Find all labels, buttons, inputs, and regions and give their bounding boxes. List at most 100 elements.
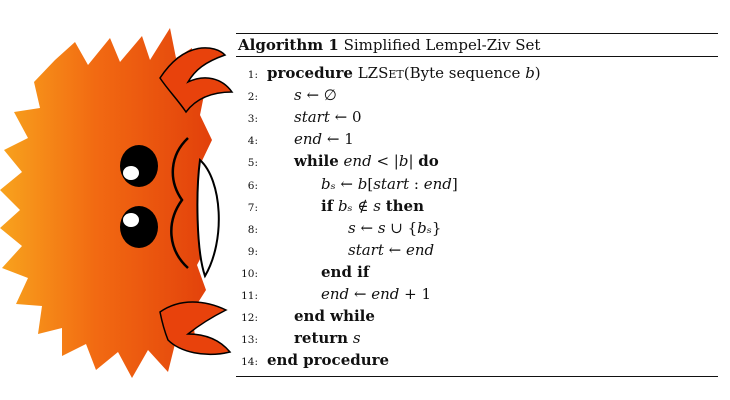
variable: s bbox=[352, 329, 361, 348]
line-code: end if bbox=[321, 261, 369, 283]
bottom-rule bbox=[236, 376, 718, 377]
keyword: procedure bbox=[267, 64, 353, 82]
line-code: while end < |b| do bbox=[294, 150, 439, 172]
variable: s bbox=[377, 218, 386, 237]
code-text: ] bbox=[451, 174, 458, 193]
algorithm-line: 11: end ← end + 1 bbox=[236, 283, 431, 305]
code-text: ) bbox=[534, 64, 541, 82]
caption-rule bbox=[236, 56, 718, 57]
variable: b bbox=[357, 174, 368, 193]
algorithm-line: 10:end if bbox=[236, 261, 369, 283]
line-code: start ← 0 bbox=[294, 106, 362, 128]
algorithm-block: Algorithm 1 Simplified Lempel-Ziv Set 1:… bbox=[236, 33, 718, 377]
keyword: return bbox=[294, 329, 349, 348]
algorithm-line: 6: bₛ ← b[start : end] bbox=[236, 173, 458, 195]
line-number: 6: bbox=[247, 179, 258, 192]
keyword: end if bbox=[321, 262, 370, 281]
line-number: 2: bbox=[247, 91, 258, 104]
code-text: ← 1 bbox=[322, 130, 354, 149]
top-rule bbox=[236, 33, 718, 34]
code-text: (Byte sequence bbox=[403, 64, 526, 82]
variable: bₛ bbox=[417, 218, 432, 237]
left-eye bbox=[120, 145, 158, 187]
variable: end bbox=[405, 240, 435, 259]
algorithm-line: 1: procedure LZSet(Byte sequence b) bbox=[236, 62, 541, 84]
line-number: 3: bbox=[247, 113, 258, 126]
variable: end bbox=[321, 285, 350, 303]
line-number: 7: bbox=[247, 201, 258, 214]
line-number: 8: bbox=[247, 223, 258, 236]
line-number: 9: bbox=[247, 245, 258, 258]
line-code: end while bbox=[294, 305, 375, 327]
variable: start bbox=[294, 108, 330, 127]
lower-claw bbox=[159, 301, 232, 356]
line-number: 13: bbox=[241, 334, 258, 347]
crab-body bbox=[0, 28, 212, 378]
code-text: < | bbox=[371, 152, 399, 171]
keyword: if bbox=[321, 196, 334, 215]
variable: b bbox=[525, 64, 535, 82]
code-text: ← bbox=[349, 285, 372, 303]
code-text: Set bbox=[378, 64, 404, 82]
keyword: then bbox=[385, 196, 425, 215]
crab-mouth bbox=[196, 157, 220, 279]
algorithm-caption: Algorithm 1 Simplified Lempel-Ziv Set bbox=[236, 34, 718, 56]
variable: s bbox=[373, 196, 381, 215]
algorithm-line: 4: end ← 1 bbox=[236, 128, 354, 150]
code-text: + 1 bbox=[399, 285, 432, 303]
variable: end bbox=[423, 174, 452, 193]
code-text: : bbox=[409, 174, 424, 193]
line-number: 1: bbox=[247, 69, 258, 81]
algorithm-line: 12: end while bbox=[236, 305, 375, 327]
line-number: 11: bbox=[241, 290, 258, 302]
variable: bₛ bbox=[321, 174, 336, 193]
keyword: while bbox=[294, 152, 339, 171]
variable: start bbox=[348, 240, 384, 259]
variable: end bbox=[343, 152, 372, 171]
caption-label: Algorithm 1 bbox=[238, 36, 339, 54]
keyword: end procedure bbox=[267, 351, 390, 370]
algorithm-line: 7: if bₛ ∉ s then bbox=[236, 195, 424, 217]
keyword: end while bbox=[294, 307, 375, 326]
line-code: return s bbox=[294, 327, 361, 349]
variable: b bbox=[398, 152, 409, 171]
variable: end bbox=[294, 130, 323, 149]
upper-claw bbox=[159, 47, 234, 114]
code-text: LZ bbox=[352, 64, 379, 82]
line-number: 14: bbox=[241, 356, 258, 369]
line-number: 5: bbox=[247, 157, 258, 170]
algorithm-line: 9: start ← end bbox=[236, 239, 434, 261]
mouth-outline bbox=[170, 137, 189, 269]
line-code: start ← end bbox=[348, 239, 434, 261]
line-code: end ← end + 1 bbox=[321, 283, 431, 305]
line-number: 12: bbox=[241, 312, 258, 325]
variable: s bbox=[348, 218, 356, 237]
line-code: end ← 1 bbox=[294, 128, 354, 150]
line-number: 4: bbox=[247, 135, 258, 148]
code-text: [ bbox=[367, 174, 374, 193]
variable: bₛ bbox=[337, 196, 353, 215]
code-text: ← ∅ bbox=[301, 86, 337, 105]
code-text: ← bbox=[383, 240, 406, 259]
algorithm-line: 5: while end < |b| do bbox=[236, 150, 439, 172]
line-code: bₛ ← b[start : end] bbox=[321, 173, 458, 195]
algorithm-line: 8: s ← s ∪ {bₛ} bbox=[236, 217, 442, 239]
ferris-crab-illustration bbox=[0, 28, 234, 378]
algorithm-line: 13: return s bbox=[236, 327, 361, 349]
code-text: ← bbox=[355, 218, 378, 237]
algorithm-line: 3: start ← 0 bbox=[236, 106, 362, 128]
line-code: if bₛ ∉ s then bbox=[321, 195, 424, 217]
variable: s bbox=[294, 86, 302, 105]
variable: start bbox=[373, 174, 410, 193]
code-text: ← 0 bbox=[329, 108, 362, 127]
algorithm-line: 2: s ← ∅ bbox=[236, 84, 337, 106]
line-code: s ← s ∪ {bₛ} bbox=[348, 217, 441, 239]
line-code: s ← ∅ bbox=[294, 84, 337, 106]
code-text: ← bbox=[335, 174, 358, 193]
code-text: | bbox=[408, 152, 419, 171]
code-text: } bbox=[431, 218, 442, 237]
code-text: ∉ bbox=[352, 196, 374, 215]
caption-title: Simplified Lempel-Ziv Set bbox=[343, 36, 541, 54]
keyword: do bbox=[418, 152, 439, 171]
line-code: procedure LZSet(Byte sequence b) bbox=[267, 62, 541, 84]
